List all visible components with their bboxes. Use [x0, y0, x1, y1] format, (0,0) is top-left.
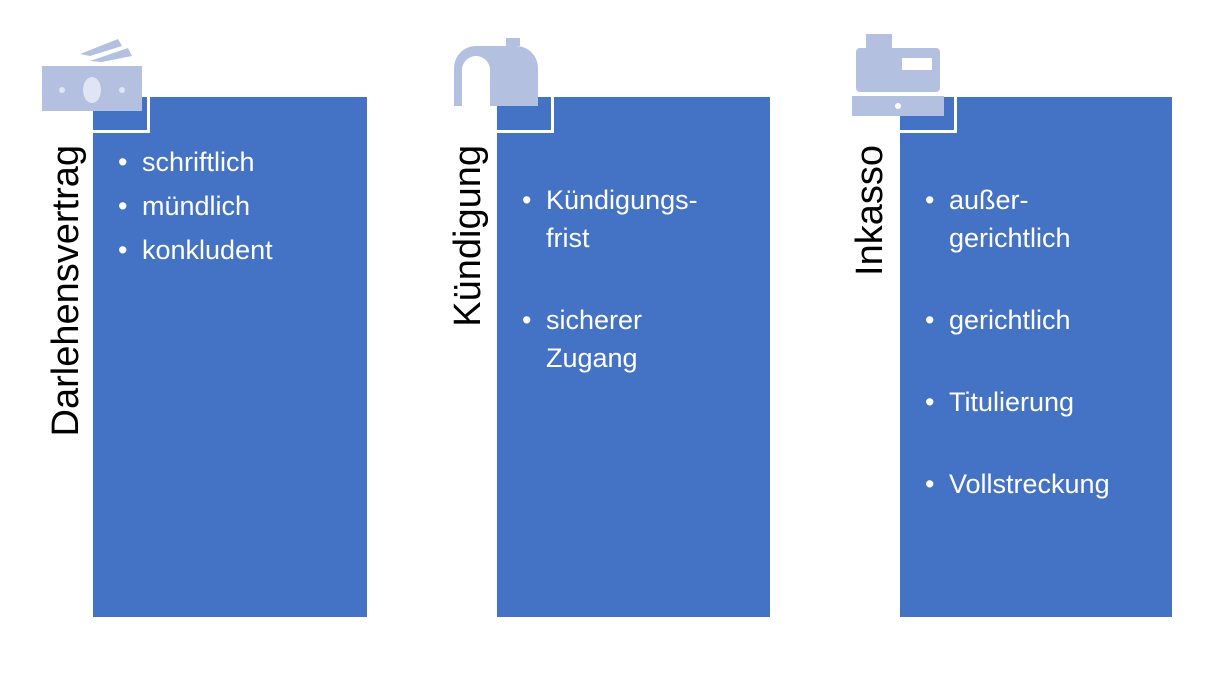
- column-title: Inkasso: [849, 145, 891, 276]
- column-title: Darlehensvertrag: [45, 145, 87, 437]
- list-item: mündlich: [118, 187, 273, 225]
- bullet-list: schriftlich mündlich konkludent: [118, 143, 273, 275]
- list-item: schriftlich: [118, 143, 273, 181]
- icon-frame: [93, 97, 150, 133]
- list-item: Titulierung: [925, 383, 1110, 421]
- panel: [93, 97, 367, 617]
- list-item: Vollstreckung: [925, 465, 1110, 503]
- money-icon: [42, 39, 142, 111]
- list-item: sicherer Zugang: [522, 301, 656, 377]
- list-item: konkludent: [118, 231, 273, 269]
- cash-register-icon: [852, 34, 944, 116]
- bullet-list: außer- gerichtlich gerichtlich Titulieru…: [925, 143, 1110, 547]
- bullet-list: Kündigungs- frist sicherer Zugang: [522, 143, 698, 421]
- mailbox-icon: [454, 38, 538, 106]
- list-item: außer- gerichtlich: [925, 181, 1110, 257]
- icon-frame: [900, 97, 957, 133]
- list-item: Kündigungs- frist: [522, 181, 698, 257]
- list-item: gerichtlich: [925, 301, 1110, 339]
- column-title: Kündigung: [447, 145, 489, 327]
- icon-frame: [497, 97, 554, 133]
